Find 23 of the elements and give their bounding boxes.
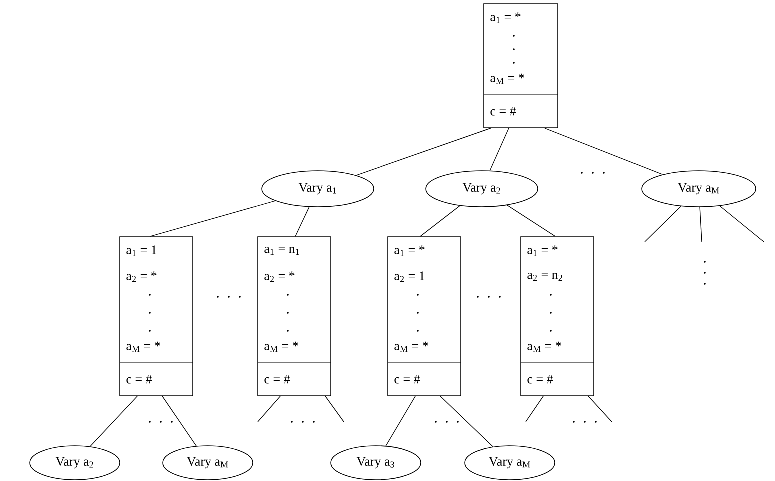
connector-line	[386, 396, 416, 446]
connector-line	[490, 128, 510, 172]
connector-line	[440, 396, 494, 448]
connector-line	[162, 396, 197, 446]
connector-line	[507, 205, 556, 237]
state-box: a$_{1}$ = * a$_{2}$ = n$_{2}$ a$_{M}$ = * c = #	[520, 236, 594, 396]
connector-line	[325, 396, 344, 422]
connector-line	[720, 206, 764, 242]
connector-line	[150, 200, 276, 237]
connector-line	[420, 206, 460, 237]
connector-line	[295, 206, 310, 237]
state-box: a$_{1}$ = * a$_{M}$ = * c = #	[484, 4, 558, 128]
connector-line	[526, 396, 544, 422]
state-box: a$_{1}$ = * a$_{2}$ = 1 a$_{M}$ = * c = #	[388, 236, 462, 396]
connector-line	[258, 396, 281, 422]
connector-line	[700, 207, 702, 242]
state-box: a$_{1}$ = n$_{1}$ a$_{2}$ = * a$_{M}$ = * c = #	[258, 236, 332, 396]
connector-line	[544, 128, 664, 176]
connector-line	[356, 128, 492, 176]
connector-line	[90, 396, 138, 447]
connector-line	[644, 206, 682, 242]
connector-line	[588, 396, 612, 422]
state-box: a$_{1}$ = 1 a$_{2}$ = * a$_{M}$ = * c = #	[120, 236, 194, 396]
